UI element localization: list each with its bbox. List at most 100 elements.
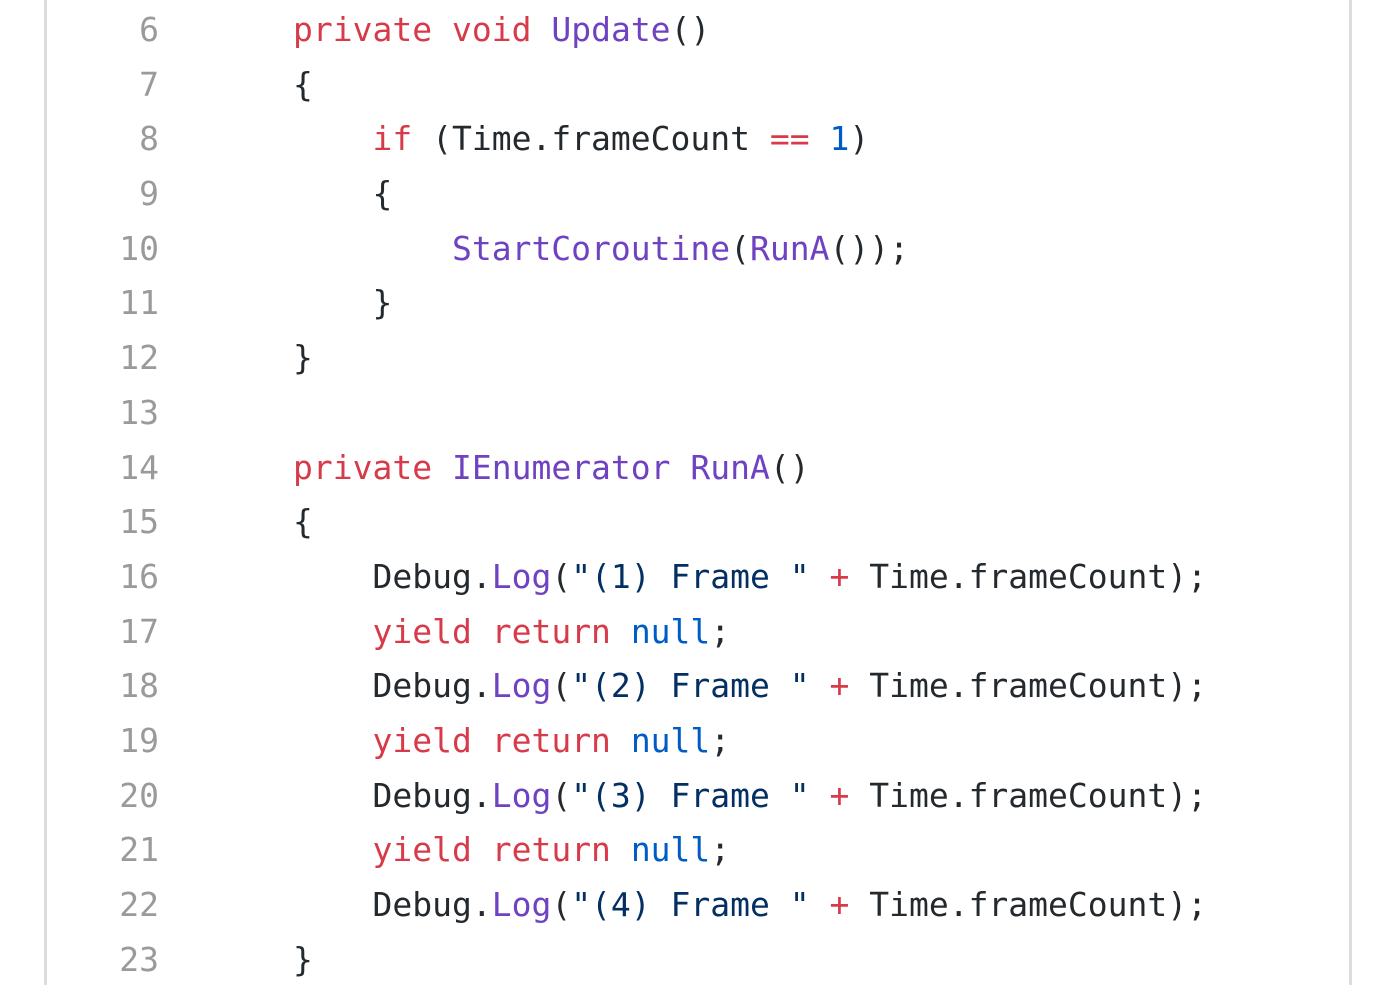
code-token: }: [213, 939, 313, 979]
line-number: 22: [119, 885, 159, 924]
code-token: [214, 830, 373, 869]
code-token: (: [551, 666, 572, 706]
code-line: 23 }: [47, 933, 1349, 987]
code-line: 16 Debug.Log("(1) Frame " + Time.frameCo…: [47, 550, 1349, 605]
code-token: IEnumerator: [451, 447, 671, 487]
code-token: [472, 721, 492, 760]
code-token: [810, 119, 830, 158]
code-token: {: [213, 502, 313, 542]
code-block: 6 private void Update()7 {8 if (Time.fra…: [44, 0, 1352, 985]
code-token: [611, 830, 631, 869]
code-token: RunA: [750, 228, 830, 268]
code-token: ;: [710, 830, 731, 870]
code-text: }: [214, 933, 313, 987]
line-number: 13: [119, 392, 159, 432]
code-line: 22 Debug.Log("(4) Frame " + Time.frameCo…: [47, 878, 1349, 933]
code-token: Debug.: [213, 885, 492, 924]
code-line: 18 Debug.Log("(2) Frame " + Time.frameCo…: [47, 659, 1349, 714]
code-token: [611, 721, 631, 760]
code-token: Log: [491, 556, 552, 596]
code-token: Log: [491, 885, 552, 924]
code-token: [472, 830, 492, 869]
code-token: Debug.: [213, 556, 492, 596]
code-token: (: [730, 228, 750, 268]
code-text: Debug.Log("(4) Frame " + Time.frameCount…: [214, 878, 1207, 933]
code-token: Time.frameCount);: [849, 666, 1207, 706]
code-token: (Time.frameCount: [412, 119, 770, 159]
code-token: if: [372, 119, 413, 159]
code-token: null: [630, 830, 711, 870]
code-listing: 6 private void Update()7 {8 if (Time.fra…: [47, 3, 1349, 987]
code-token: [432, 448, 452, 487]
code-token: yield: [372, 611, 472, 651]
code-text: private IEnumerator RunA(): [214, 441, 810, 496]
code-token: ==: [769, 119, 810, 159]
code-token: [214, 721, 373, 760]
line-number: 9: [139, 174, 159, 214]
code-token: "(2) Frame ": [571, 666, 810, 706]
code-line: 13: [47, 386, 1349, 441]
code-token: {: [213, 174, 393, 214]
code-text: yield return null;: [214, 714, 731, 769]
code-text: private void Update(): [214, 3, 711, 58]
code-token: Time.frameCount);: [849, 885, 1207, 924]
code-token: RunA: [690, 447, 770, 487]
line-number: 6: [139, 10, 159, 49]
code-token: return: [491, 611, 611, 651]
code-token: yield: [372, 830, 472, 870]
code-token: ;: [710, 720, 731, 760]
line-number: 21: [119, 830, 159, 870]
code-token: [432, 10, 452, 49]
code-text: Debug.Log("(3) Frame " + Time.frameCount…: [214, 769, 1207, 824]
code-token: [810, 776, 830, 815]
code-token: return: [491, 720, 611, 760]
code-token: +: [829, 666, 850, 706]
code-text: Debug.Log("(2) Frame " + Time.frameCount…: [214, 659, 1207, 714]
code-line: 15 {: [47, 495, 1349, 550]
code-token: [531, 10, 551, 49]
line-number: 12: [119, 338, 159, 378]
code-text: }: [213, 276, 393, 331]
code-line: 20 Debug.Log("(3) Frame " + Time.frameCo…: [47, 769, 1349, 824]
code-token: "(3) Frame ": [571, 775, 810, 815]
code-token: +: [829, 775, 850, 815]
code-line: 10 StartCoroutine(RunA());: [47, 222, 1349, 277]
line-number: 20: [119, 775, 159, 815]
code-token: Log: [491, 666, 552, 706]
line-number: 23: [119, 939, 159, 979]
code-line: 17 yield return null;: [47, 605, 1349, 660]
code-token: [214, 448, 293, 487]
code-text: StartCoroutine(RunA());: [214, 222, 909, 277]
code-token: null: [630, 611, 711, 651]
line-number: 16: [119, 556, 159, 596]
code-line: 6 private void Update(): [47, 3, 1349, 58]
line-number: 11: [119, 283, 159, 323]
code-text: yield return null;: [214, 823, 731, 878]
code-token: [214, 119, 373, 158]
code-token: 1: [829, 119, 850, 159]
code-text: {: [214, 495, 313, 550]
code-token: {: [213, 64, 313, 104]
line-number: 10: [119, 228, 159, 268]
line-number: 14: [119, 447, 159, 487]
code-token: Update: [551, 10, 671, 49]
code-token: [214, 10, 293, 49]
code-token: yield: [372, 720, 472, 760]
code-token: private: [293, 447, 433, 487]
code-line: 7 {: [47, 58, 1349, 113]
code-text: Debug.Log("(1) Frame " + Time.frameCount…: [214, 550, 1207, 605]
line-number: 19: [119, 720, 159, 760]
code-token: +: [829, 556, 850, 596]
code-token: (: [551, 775, 572, 815]
code-token: void: [451, 10, 532, 49]
line-number: 7: [139, 64, 159, 104]
code-token: Log: [491, 775, 552, 815]
code-token: (: [551, 556, 572, 596]
code-line: 14 private IEnumerator RunA(): [47, 441, 1349, 496]
code-token: }: [213, 283, 393, 323]
code-token: (): [670, 10, 711, 49]
code-line: 9 {: [47, 167, 1349, 222]
code-token: Time.frameCount);: [849, 775, 1207, 815]
code-token: (): [769, 447, 810, 487]
code-text: yield return null;: [214, 605, 731, 660]
